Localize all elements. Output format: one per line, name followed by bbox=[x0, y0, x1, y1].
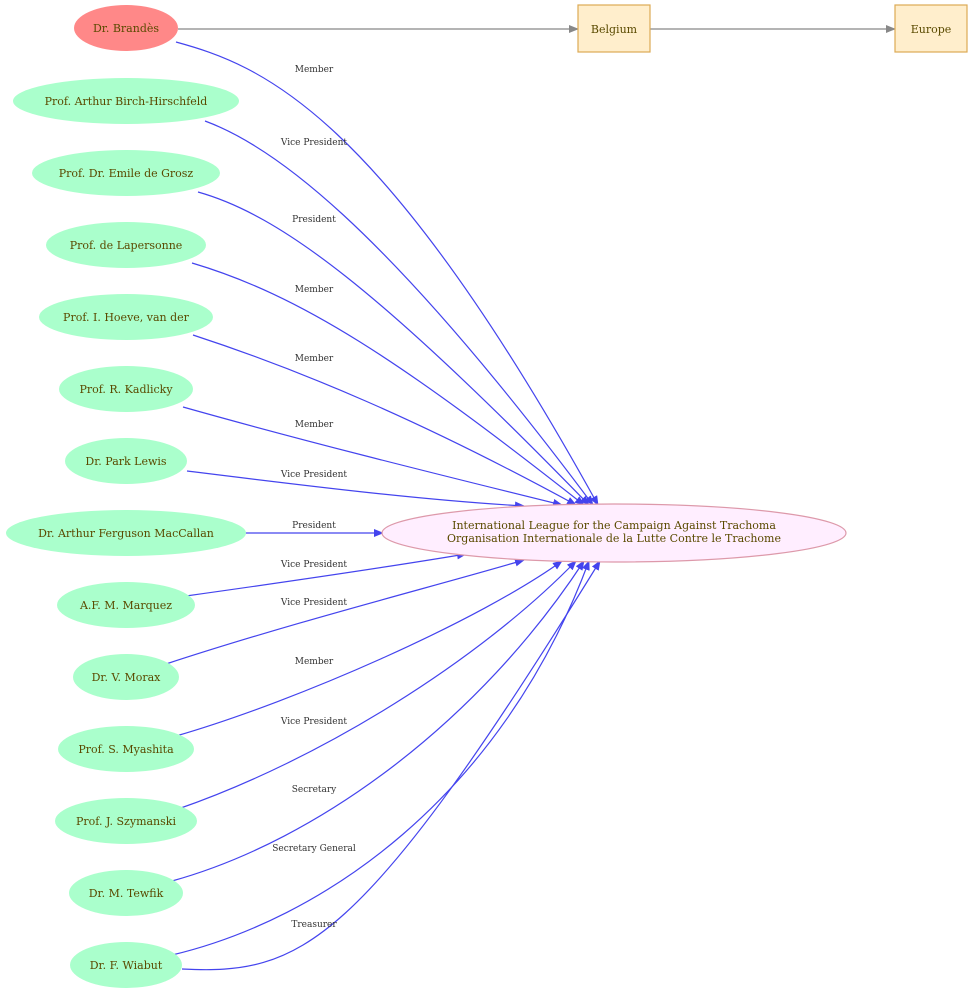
edge-10 bbox=[175, 560, 563, 737]
organization-name-en: International League for the Campaign Ag… bbox=[452, 519, 776, 532]
person-name: Dr. Brandès bbox=[93, 22, 159, 35]
edge-label-vice-president: Vice President bbox=[280, 560, 348, 570]
person-shape bbox=[58, 726, 194, 772]
place-name: Europe bbox=[911, 23, 952, 36]
person-name: Prof. Dr. Emile de Grosz bbox=[59, 167, 194, 180]
edges-layer bbox=[165, 25, 896, 971]
edge-label-member: Member bbox=[295, 657, 334, 667]
edge-extra bbox=[181, 560, 601, 971]
person-name: Dr. V. Morax bbox=[92, 671, 162, 684]
person-name: Prof. Arthur Birch-Hirschfeld bbox=[45, 95, 208, 108]
person-node-prof-s-myashita[interactable]: Prof. S. Myashita bbox=[58, 726, 194, 772]
edge-0 bbox=[175, 41, 599, 506]
edge-label-president: President bbox=[292, 521, 336, 531]
person-node-prof-de-lapersonne[interactable]: Prof. de Lapersonne bbox=[46, 222, 206, 268]
person-shape bbox=[39, 294, 213, 340]
person-name: Dr. F. Wiabut bbox=[90, 959, 163, 972]
edge-2 bbox=[197, 191, 590, 506]
person-shape bbox=[6, 510, 246, 556]
organization-node[interactable]: International League for the Campaign Ag… bbox=[381, 503, 847, 563]
edge-label-secretary: Secretary bbox=[292, 785, 337, 795]
person-shape bbox=[32, 150, 220, 196]
edge-11 bbox=[177, 560, 577, 810]
edge-label-member: Member bbox=[295, 354, 334, 364]
edge-5 bbox=[182, 406, 563, 507]
person-shape bbox=[69, 870, 183, 916]
edge-label-secretary-general: Secretary General bbox=[272, 844, 356, 854]
person-name: Dr. M. Tewfik bbox=[89, 887, 164, 900]
person-shape bbox=[59, 366, 193, 412]
edge-3 bbox=[191, 262, 585, 506]
person-node-dr-f-wiabut[interactable]: Dr. F. Wiabut bbox=[70, 942, 182, 988]
person-node-dr-park-lewis[interactable]: Dr. Park Lewis bbox=[65, 438, 187, 484]
edge-9 bbox=[165, 558, 525, 665]
person-name: Dr. Arthur Ferguson MacCallan bbox=[38, 527, 214, 540]
person-node-dr-v-morax[interactable]: Dr. V. Morax bbox=[73, 654, 179, 700]
person-shape bbox=[46, 222, 206, 268]
person-shape bbox=[65, 438, 187, 484]
edge-label-member: Member bbox=[295, 65, 334, 75]
person-node-prof-dr-emile-de-grosz[interactable]: Prof. Dr. Emile de Grosz bbox=[32, 150, 220, 196]
edge-6 bbox=[186, 470, 525, 510]
person-shape bbox=[70, 942, 182, 988]
person-shape bbox=[73, 654, 179, 700]
place-shape bbox=[577, 4, 651, 53]
organization-shape bbox=[381, 503, 847, 563]
person-shape bbox=[55, 798, 197, 844]
edge-4 bbox=[192, 334, 577, 506]
place-node-belgium[interactable]: Belgium bbox=[577, 4, 651, 53]
edge-label-vice-president: Vice President bbox=[280, 717, 348, 727]
edge-label-vice-president: Vice President bbox=[280, 138, 348, 148]
edge-label-treasurer: Treasurer bbox=[291, 920, 337, 930]
person-shape bbox=[13, 78, 239, 124]
edge-label-vice-president: Vice President bbox=[280, 470, 348, 480]
edge-label-member: Member bbox=[295, 285, 334, 295]
person-name: Prof. I. Hoeve, van der bbox=[63, 311, 190, 324]
edge-8 bbox=[185, 551, 467, 597]
edge-13 bbox=[171, 560, 590, 956]
person-node-dr-m-tewfik[interactable]: Dr. M. Tewfik bbox=[69, 870, 183, 916]
person-name: Dr. Park Lewis bbox=[85, 455, 166, 468]
person-shape bbox=[57, 582, 195, 628]
person-name: A.F. M. Marquez bbox=[79, 599, 172, 612]
edge-1 bbox=[204, 120, 594, 506]
place-name: Belgium bbox=[591, 23, 638, 36]
person-node-prof-r-kadlicky[interactable]: Prof. R. Kadlicky bbox=[59, 366, 193, 412]
person-node-dr-arthur-ferguson-maccallan[interactable]: Dr. Arthur Ferguson MacCallan bbox=[6, 510, 246, 556]
edge-label-president: President bbox=[292, 215, 336, 225]
person-name: Prof. de Lapersonne bbox=[70, 239, 183, 252]
person-node-prof-arthur-birch-hirschfeld[interactable]: Prof. Arthur Birch-Hirschfeld bbox=[13, 78, 239, 124]
person-name: Prof. R. Kadlicky bbox=[79, 383, 173, 396]
highlight-person-shape bbox=[74, 5, 178, 51]
person-name: Prof. J. Szymanski bbox=[76, 815, 176, 828]
edge-12 bbox=[171, 560, 585, 882]
person-node-prof-j-szymanski[interactable]: Prof. J. Szymanski bbox=[55, 798, 197, 844]
place-node-europe[interactable]: Europe bbox=[894, 4, 968, 53]
person-node-prof-i-hoeve-van-der[interactable]: Prof. I. Hoeve, van der bbox=[39, 294, 213, 340]
person-name: Prof. S. Myashita bbox=[78, 743, 174, 756]
person-node-a-f-m-marquez[interactable]: A.F. M. Marquez bbox=[57, 582, 195, 628]
organization-name-fr: Organisation Internationale de la Lutte … bbox=[447, 532, 781, 545]
person-node-dr-brandes[interactable]: Dr. Brandès bbox=[74, 5, 178, 51]
edge-label-member: Member bbox=[295, 420, 334, 430]
place-shape bbox=[894, 4, 968, 53]
edge-label-vice-president: Vice President bbox=[280, 598, 348, 608]
